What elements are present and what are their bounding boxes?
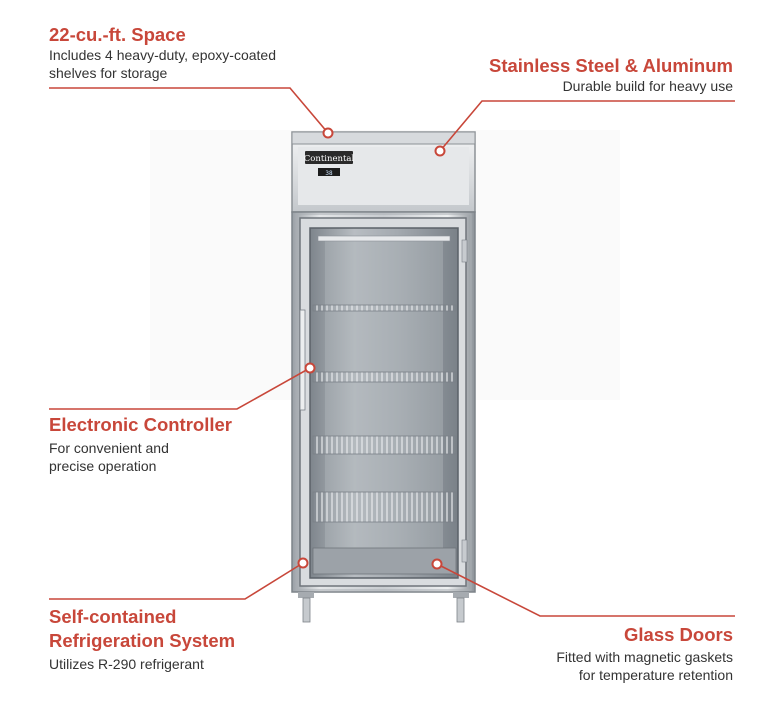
callout-desc-line: Fitted with magnetic gaskets xyxy=(556,649,733,665)
callout-doors: Glass Doors Fitted with magnetic gaskets… xyxy=(413,624,733,684)
marker-dot xyxy=(297,557,309,569)
callout-steel: Stainless Steel & Aluminum Durable build… xyxy=(413,55,733,95)
callout-refrigeration: Self-contained Refrigeration System Util… xyxy=(49,606,309,673)
svg-text:Continental: Continental xyxy=(304,154,355,164)
callout-desc-line: Utilizes R-290 refrigerant xyxy=(49,656,204,672)
callout-desc-line: Durable build for heavy use xyxy=(562,78,733,94)
callout-desc-line: For convenient and xyxy=(49,440,169,456)
callout-desc-line: precise operation xyxy=(49,458,157,474)
callout-title: Electronic Controller xyxy=(49,414,232,435)
glass-door xyxy=(299,217,468,587)
callout-desc-line: shelves for storage xyxy=(49,65,168,81)
marker-dot xyxy=(434,145,446,157)
callout-space: 22-cu.-ft. Space Includes 4 heavy-duty, … xyxy=(49,24,319,82)
legs xyxy=(298,592,469,623)
svg-text:38: 38 xyxy=(325,170,333,177)
marker-dot xyxy=(322,127,334,139)
door-handle xyxy=(299,309,306,411)
callout-controller: Electronic Controller For convenient and… xyxy=(49,414,289,475)
callout-title-line: Refrigeration System xyxy=(49,630,236,651)
callout-desc-line: for temperature retention xyxy=(578,667,733,683)
callout-title: 22-cu.-ft. Space xyxy=(49,24,186,45)
controller-display xyxy=(318,168,340,176)
callout-desc-line: Includes 4 heavy-duty, epoxy-coated xyxy=(49,47,276,63)
shelves xyxy=(312,304,457,575)
callout-title-line: Self-contained xyxy=(49,606,177,627)
marker-dot xyxy=(431,558,443,570)
brand-logo xyxy=(305,151,353,164)
callout-title: Stainless Steel & Aluminum xyxy=(489,55,733,76)
marker-dot xyxy=(304,362,316,374)
callout-title: Glass Doors xyxy=(624,624,733,645)
